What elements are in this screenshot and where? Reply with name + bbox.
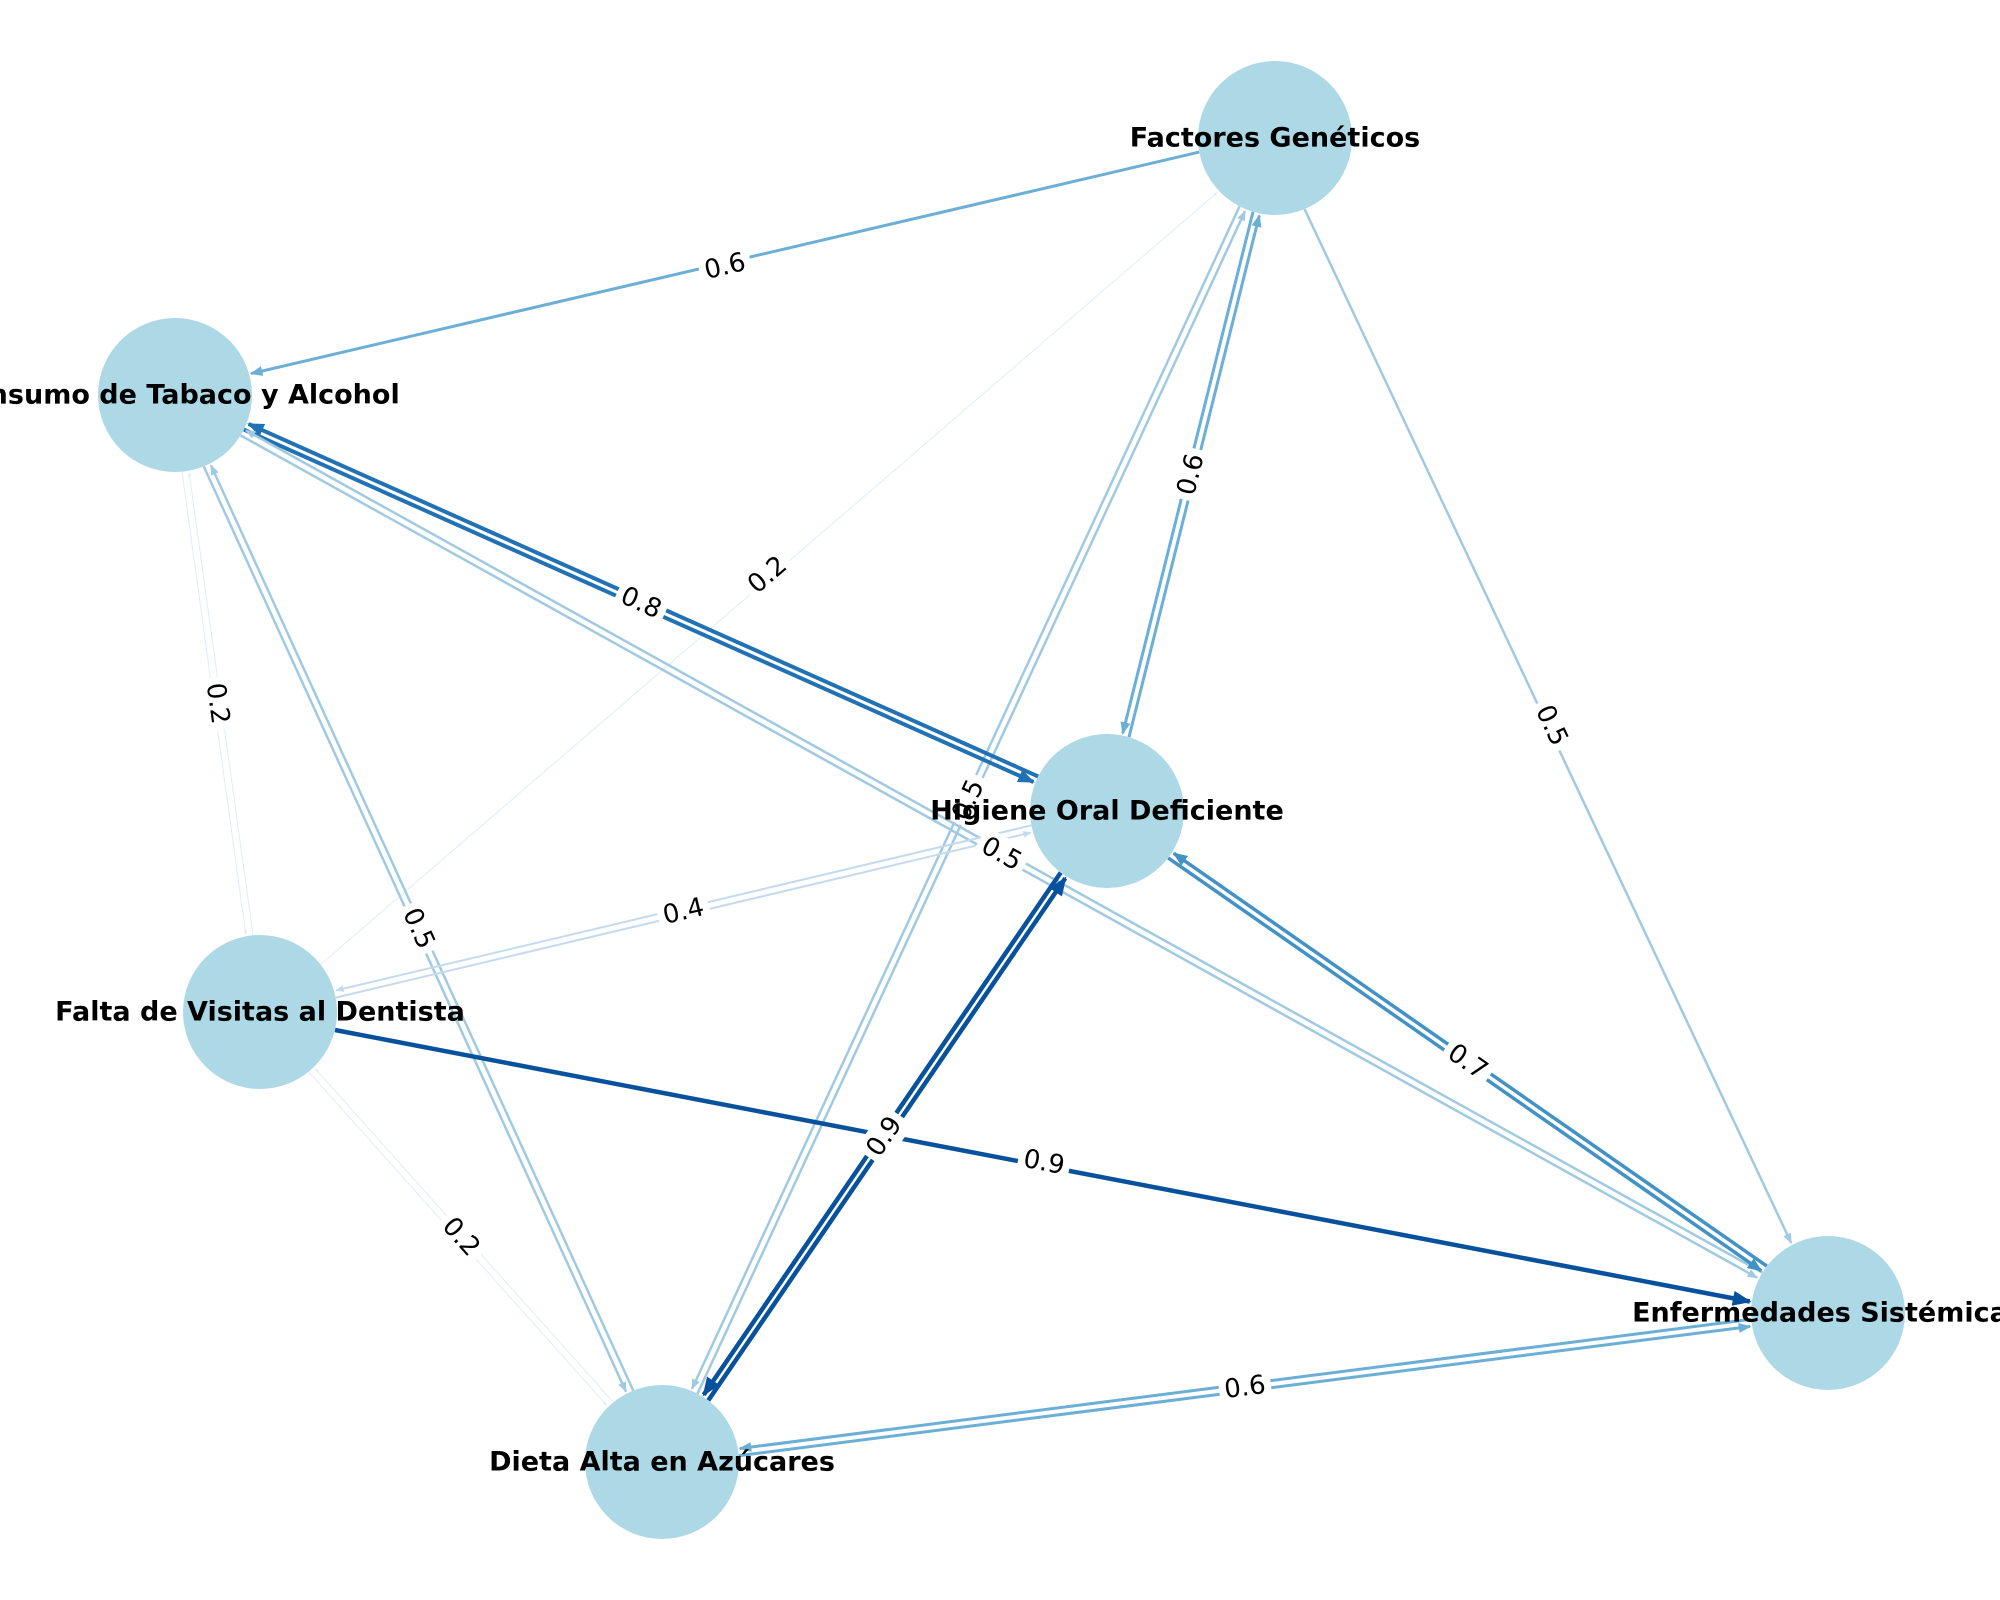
node-label: Higiene Oral Deficiente bbox=[930, 796, 1284, 827]
edge-label-hygiene-to-dentist: 0.4 bbox=[655, 889, 712, 934]
edge-label-background bbox=[696, 244, 754, 289]
edge-weight-label: 0.6 bbox=[1171, 451, 1210, 498]
edge-label-diet-to-dentist: 0.2 bbox=[432, 1207, 490, 1267]
edge-label-background bbox=[393, 899, 444, 958]
edge-label-background bbox=[1526, 696, 1577, 755]
edge-label-background bbox=[1015, 1141, 1073, 1184]
edge-label-background bbox=[857, 1107, 912, 1166]
node-systemic: Enfermedades Sistémicas bbox=[1632, 1236, 2000, 1390]
edge-label-diet-to-genetic: 0.5 bbox=[943, 770, 994, 830]
edge-label-background bbox=[611, 578, 671, 628]
edge-label-background bbox=[197, 675, 238, 732]
node-dentist: Falta de Visitas al Dentista bbox=[55, 935, 465, 1089]
edge-weight-label: 0.2 bbox=[200, 681, 235, 726]
node-label: Dieta Alta en Azúcares bbox=[489, 1447, 835, 1478]
node-hygiene: Higiene Oral Deficiente bbox=[930, 734, 1284, 888]
edge-label-tobacco-to-diet: 0.5 bbox=[393, 899, 444, 958]
edge-label-hygiene-to-diet: 0.9 bbox=[857, 1107, 912, 1166]
edge-label-dentist-to-systemic: 0.9 bbox=[1015, 1141, 1073, 1184]
node-tobacco: Consumo de Tabaco y Alcohol bbox=[0, 318, 400, 472]
node-circle bbox=[183, 935, 337, 1089]
node-circle bbox=[1198, 61, 1352, 215]
node-label: Falta de Visitas al Dentista bbox=[55, 997, 465, 1028]
edge-label-background bbox=[943, 770, 994, 830]
node-circle bbox=[1030, 734, 1184, 888]
edge-label-background bbox=[738, 546, 797, 604]
edge-label-background bbox=[432, 1207, 490, 1267]
edge-label-systemic-to-diet: 0.6 bbox=[1217, 1367, 1273, 1408]
node-label: Consumo de Tabaco y Alcohol bbox=[0, 380, 400, 411]
node-genetic: Factores Genéticos bbox=[1130, 61, 1420, 215]
edge-label-background bbox=[655, 889, 712, 934]
node-circle bbox=[585, 1385, 739, 1539]
edge-label-genetic-to-systemic: 0.5 bbox=[1526, 696, 1577, 755]
node-label: Factores Genéticos bbox=[1130, 123, 1420, 154]
edge-label-dentist-to-genetic: 0.2 bbox=[738, 546, 797, 604]
edge-label-background bbox=[1438, 1034, 1497, 1090]
node-circle bbox=[1751, 1236, 1905, 1390]
nodes-layer: Factores GenéticosConsumo de Tabaco y Al… bbox=[0, 61, 2000, 1539]
node-label: Enfermedades Sistémicas bbox=[1632, 1298, 2000, 1329]
edge-label-background bbox=[971, 827, 1032, 881]
node-circle bbox=[98, 318, 252, 472]
edge-label-tobacco-to-hygiene: 0.8 bbox=[611, 578, 671, 628]
edge-label-genetic-to-tobacco: 0.6 bbox=[696, 244, 754, 289]
edge-label-background bbox=[1169, 446, 1213, 503]
node-diet: Dieta Alta en Azúcares bbox=[489, 1385, 835, 1539]
edge-label-genetic-to-hygiene: 0.6 bbox=[1169, 446, 1213, 503]
edge-weight-label: 0.6 bbox=[1223, 1370, 1268, 1405]
edge-label-background bbox=[1217, 1367, 1273, 1408]
edge-label-dentist-to-tobacco: 0.2 bbox=[197, 675, 238, 732]
